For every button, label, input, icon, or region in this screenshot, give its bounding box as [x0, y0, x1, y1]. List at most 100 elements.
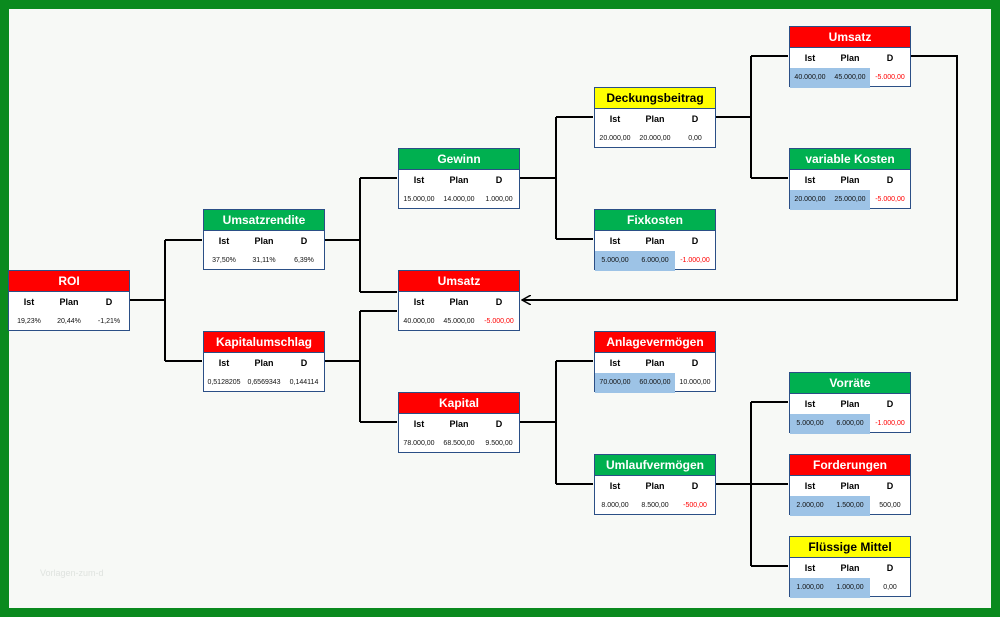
col-plan: Plan: [840, 53, 860, 63]
col-ist: Ist: [23, 297, 35, 307]
col-plan: Plan: [645, 358, 665, 368]
col-diff: D: [300, 236, 308, 246]
col-diff: D: [495, 419, 503, 429]
gewinn-title: Gewinn: [399, 149, 519, 170]
variable-kosten-ist: 20.000,00: [790, 190, 830, 210]
col-diff: D: [105, 297, 113, 307]
connector-roi: [130, 239, 202, 362]
col-plan: Plan: [645, 481, 665, 491]
umsatz-mid-plan: 45.000,00: [443, 318, 475, 325]
variable-kosten-diff: -5.000,00: [875, 196, 905, 203]
gewinn-ist: 15.000,00: [403, 196, 435, 203]
col-ist: Ist: [804, 53, 816, 63]
roi-diff: -1,21%: [97, 318, 121, 325]
connector-deckungsbeitrag: [715, 55, 788, 179]
umsatz-top-title: Umsatz: [790, 27, 910, 48]
col-plan: Plan: [840, 175, 860, 185]
col-plan: Plan: [449, 175, 469, 185]
vorraete-plan: 6.000,00: [830, 414, 870, 434]
col-ist: Ist: [413, 419, 425, 429]
col-ist: Ist: [804, 175, 816, 185]
feedback-arrow: [522, 55, 958, 300]
kapital-diff: 9.500,00: [485, 440, 513, 447]
anlagevermoegen-diff: 10.000,00: [679, 379, 711, 386]
fluessige-mittel-diff: 0,00: [883, 584, 897, 591]
fixkosten-plan: 6.000,00: [635, 251, 675, 271]
umlaufvermoegen-node: Umlaufvermögen Ist Plan D 8.000,00 8.500,00…: [594, 454, 716, 515]
col-plan: Plan: [449, 297, 469, 307]
col-plan: Plan: [449, 419, 469, 429]
fixkosten-ist: 5.000,00: [595, 251, 635, 271]
forderungen-title: Forderungen: [790, 455, 910, 476]
col-diff: D: [886, 175, 894, 185]
umsatzrendite-diff: 6,39%: [294, 257, 314, 264]
col-plan: Plan: [840, 481, 860, 491]
col-ist: Ist: [413, 175, 425, 185]
forderungen-plan: 1.500,00: [830, 496, 870, 516]
vorraete-diff: -1.000,00: [875, 420, 905, 427]
gewinn-diff: 1.000,00: [485, 196, 513, 203]
col-plan: Plan: [59, 297, 79, 307]
col-diff: D: [691, 358, 699, 368]
forderungen-ist: 2.000,00: [790, 496, 830, 516]
gewinn-plan: 14.000,00: [443, 196, 475, 203]
umlaufvermoegen-diff: -500,00: [683, 502, 707, 509]
gewinn-node: Gewinn Ist Plan D 15.000,00 14.000,00 1.000,…: [398, 148, 520, 209]
deckungsbeitrag-ist: 20.000,00: [599, 135, 631, 142]
col-ist: Ist: [609, 114, 621, 124]
umsatz-mid-diff: -5.000,00: [484, 318, 514, 325]
fluessige-mittel-plan: 1.000,00: [830, 578, 870, 598]
watermark-text: Vorlagen-zum-d: [40, 568, 104, 578]
col-plan: Plan: [254, 236, 274, 246]
connector-kapital: [520, 360, 593, 485]
col-diff: D: [886, 563, 894, 573]
fluessige-mittel-title: Flüssige Mittel: [790, 537, 910, 558]
col-diff: D: [691, 114, 699, 124]
variable-kosten-title: variable Kosten: [790, 149, 910, 170]
umlaufvermoegen-ist: 8.000,00: [601, 502, 629, 509]
col-ist: Ist: [413, 297, 425, 307]
col-plan: Plan: [645, 114, 665, 124]
umsatz-top-diff: -5.000,00: [875, 74, 905, 81]
kapital-plan: 68.500,00: [443, 440, 475, 447]
deckungsbeitrag-plan: 20.000,00: [639, 135, 671, 142]
col-plan: Plan: [254, 358, 274, 368]
umsatzrendite-ist: 37,50%: [212, 257, 236, 264]
umsatz-top-plan: 45.000,00: [830, 68, 870, 88]
col-plan: Plan: [840, 399, 860, 409]
connector-gewinn: [520, 116, 593, 240]
umlaufvermoegen-title: Umlaufvermögen: [595, 455, 715, 476]
variable-kosten-plan: 25.000,00: [830, 190, 870, 210]
col-ist: Ist: [609, 481, 621, 491]
umsatz-top-ist: 40.000,00: [790, 68, 830, 88]
fixkosten-title: Fixkosten: [595, 210, 715, 231]
col-diff: D: [886, 399, 894, 409]
fluessige-mittel-ist: 1.000,00: [790, 578, 830, 598]
kapitalumschlag-title: Kapitalumschlag: [204, 332, 324, 353]
connector-umlaufvermoegen: [715, 401, 788, 567]
col-diff: D: [495, 175, 503, 185]
roi-ist: 19,23%: [17, 318, 41, 325]
col-ist: Ist: [218, 358, 230, 368]
umsatz-mid-ist: 40.000,00: [403, 318, 435, 325]
col-diff: D: [691, 481, 699, 491]
umsatz-mid-title: Umsatz: [399, 271, 519, 292]
anlagevermoegen-plan: 60.000,00: [635, 373, 675, 393]
umsatzrendite-plan: 31,11%: [252, 257, 276, 264]
col-diff: D: [886, 481, 894, 491]
anlagevermoegen-title: Anlagevermögen: [595, 332, 715, 353]
forderungen-diff: 500,00: [879, 502, 901, 509]
kapitalumschlag-diff: 0,144114: [289, 379, 319, 386]
umlaufvermoegen-plan: 8.500,00: [641, 502, 669, 509]
col-ist: Ist: [609, 358, 621, 368]
